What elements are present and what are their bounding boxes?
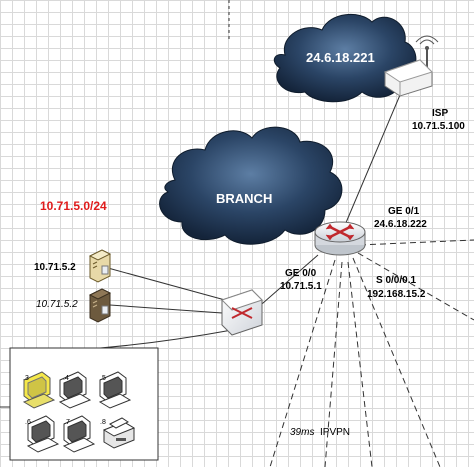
wan-link-5: [359, 239, 474, 246]
wan-link-2: [324, 261, 343, 467]
wan-link-1: [269, 259, 336, 467]
switch-icon: [221, 289, 263, 336]
pc-label: .4: [63, 375, 69, 382]
wan-links: [269, 239, 474, 467]
isp-ip: 10.71.5.100: [412, 121, 465, 132]
ge01-name: GE 0/1: [388, 206, 420, 217]
pc-label: .3: [23, 375, 29, 382]
wan-link-4: [352, 257, 441, 467]
wan-link-3: [347, 261, 373, 467]
router-icon: [314, 221, 366, 256]
ge00-ip: 10.71.5.1: [280, 281, 322, 292]
pc-icon: [58, 371, 92, 409]
pc-icon: [62, 415, 96, 453]
link-switch-lan: [74, 329, 233, 351]
wan-link-6: [357, 252, 474, 321]
printer-icon: [102, 417, 136, 449]
s0001-ip: 192.168.15.2: [367, 289, 426, 300]
pc-icon-highlighted: [22, 371, 56, 409]
pc-label: .6: [25, 419, 31, 426]
server1-ip: 10.71.5.2: [34, 262, 76, 273]
server-icon: [88, 249, 112, 283]
ge00-name: GE 0/0: [285, 268, 317, 279]
isp-title: ISP: [432, 108, 449, 119]
server-icon: [88, 288, 112, 323]
pc-label: .5: [100, 375, 106, 382]
server2-ip: 10.71.5.2: [36, 299, 78, 310]
branch-cloud-label: BRANCH: [216, 191, 273, 206]
isp-cloud-label: 24.6.18.221: [306, 50, 375, 65]
branch-cloud: [159, 126, 343, 245]
pc-icon: [98, 371, 132, 409]
ge01-ip: 24.6.18.222: [374, 219, 427, 230]
s0001-name: S 0/0/0.1: [376, 275, 417, 286]
vpn-label: IPVPN: [320, 427, 351, 438]
link-server2-switch: [109, 304, 223, 314]
pc-label: .8: [100, 419, 106, 426]
link-router-switch: [254, 254, 319, 311]
subnet-label: 10.71.5.0/24: [40, 199, 107, 213]
pc-label: .7: [64, 419, 70, 426]
wireless-router-icon: [383, 35, 439, 97]
link-server1-switch: [107, 267, 226, 301]
link-isp-router: [344, 94, 401, 226]
pc-icon: [26, 415, 60, 453]
latency-label: 39ms: [290, 427, 315, 438]
